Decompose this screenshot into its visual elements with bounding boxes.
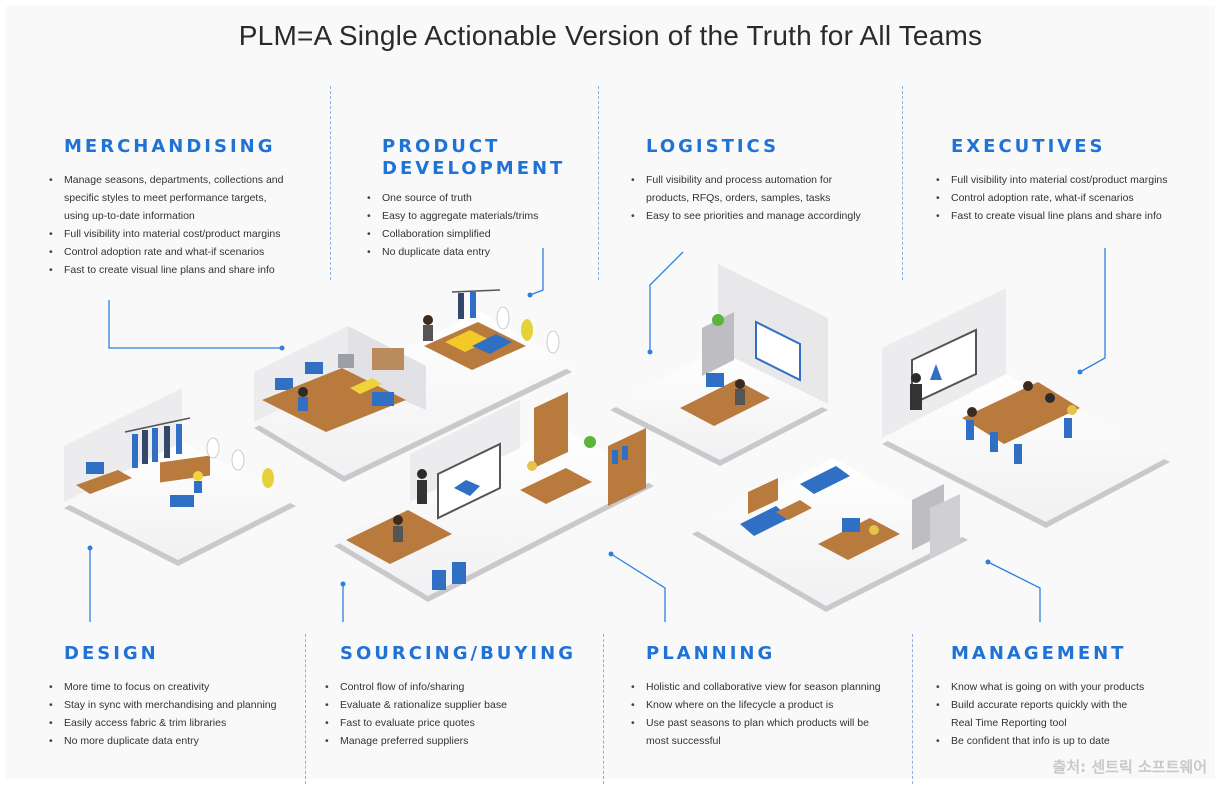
- list-item: Full visibility and process automation f…: [628, 171, 861, 189]
- sourcing-heading: SOURCING/BUYING: [340, 643, 576, 664]
- list-item: Easy to see priorities and manage accord…: [628, 207, 861, 225]
- monitor-icon: [275, 378, 293, 390]
- cabinet-icon: [702, 312, 734, 376]
- connector-product-development: [529, 248, 544, 296]
- merchandising-list: Manage seasons, departments, collections…: [46, 171, 283, 279]
- list-item: Real Time Reporting tool: [951, 717, 1067, 729]
- sofa: [800, 466, 850, 494]
- luggage-icon: [452, 562, 466, 584]
- product-development-heading-line2: DEVELOPMENT: [382, 158, 566, 179]
- bookshelf: [608, 428, 646, 506]
- luggage-icon: [432, 570, 446, 590]
- sofa: [740, 506, 790, 536]
- merchandising-room: [254, 289, 572, 482]
- list-item: Easily access fabric & trim libraries: [46, 714, 276, 732]
- planning-heading: PLANNING: [646, 643, 776, 664]
- executives-list: Full visibility into material cost/produ…: [933, 171, 1168, 225]
- list-item: specific styles to meet performance targ…: [64, 192, 267, 204]
- list-item: using up-to-date information: [64, 210, 195, 222]
- monitor-icon: [842, 518, 860, 532]
- list-item: Collaboration simplified: [364, 225, 538, 243]
- list-item: Fast to evaluate price quotes: [322, 714, 507, 732]
- connector-planning: [610, 553, 666, 622]
- divider-top-3: [902, 86, 903, 280]
- logistics-heading: LOGISTICS: [646, 136, 780, 157]
- product-development-heading-line1: PRODUCT: [382, 136, 501, 157]
- list-item: Holistic and collaborative view for seas…: [628, 678, 881, 696]
- connector-lines: [89, 248, 1106, 622]
- pinboard-icon: [372, 348, 404, 370]
- management-heading: MANAGEMENT: [951, 643, 1127, 664]
- divider-bottom-3: [912, 634, 913, 784]
- list-item: Easy to aggregate materials/trims: [364, 207, 538, 225]
- page-title: PLM=A Single Actionable Version of the T…: [238, 20, 983, 51]
- list-item: One source of truth: [364, 189, 538, 207]
- list-item: Know where on the lifecycle a product is: [628, 696, 881, 714]
- list-item: Build accurate reports quickly with the: [933, 696, 1144, 714]
- cabinet-icon: [930, 494, 960, 558]
- executives-heading: EXECUTIVES: [951, 136, 1106, 157]
- divider-top-2: [598, 86, 599, 280]
- list-item: Fast to create visual line plans and sha…: [933, 207, 1168, 225]
- list-item: Manage seasons, departments, collections…: [46, 171, 283, 189]
- list-item: Full visibility into material cost/produ…: [933, 171, 1168, 189]
- bookshelf: [534, 392, 568, 468]
- divider-bottom-1: [305, 634, 306, 784]
- list-item: Use past seasons to plan which products …: [628, 714, 881, 732]
- executives-room: [882, 288, 1170, 528]
- connector-logistics: [649, 251, 684, 352]
- list-item: Manage preferred suppliers: [322, 732, 507, 750]
- list-item: Be confident that info is up to date: [933, 732, 1144, 750]
- design-room: [64, 388, 296, 566]
- design-heading: DESIGN: [64, 643, 159, 664]
- whiteboard-icon: [755, 320, 801, 382]
- planning-room: [692, 458, 968, 612]
- list-item: Control adoption rate and what-if scenar…: [46, 243, 283, 261]
- list-item: Full visibility into material cost/produ…: [46, 225, 283, 243]
- connector-dots: [87, 292, 1083, 587]
- list-item: No duplicate data entry: [364, 243, 538, 261]
- list-item: No more duplicate data entry: [46, 732, 276, 750]
- list-item: products, RFQs, orders, samples, tasks: [646, 192, 831, 204]
- monitor-icon: [86, 462, 104, 474]
- planning-list: Holistic and collaborative view for seas…: [628, 678, 881, 750]
- list-item: most successful: [646, 735, 721, 747]
- logistics-room: [610, 264, 828, 466]
- list-item: Evaluate & rationalize supplier base: [322, 696, 507, 714]
- divider-top-1: [330, 86, 331, 280]
- monitor-icon: [706, 373, 724, 387]
- product-development-heading: PRODUCT DEVELOPMENT: [382, 136, 565, 180]
- list-item: Stay in sync with merchandising and plan…: [46, 696, 276, 714]
- sourcing-list: Control flow of info/sharing Evaluate & …: [322, 678, 507, 750]
- sourcing-room: [334, 392, 654, 602]
- design-list: More time to focus on creativity Stay in…: [46, 678, 276, 750]
- divider-bottom-2: [603, 634, 604, 784]
- connector-merchandising: [108, 300, 282, 349]
- world-map-screen: [437, 442, 501, 520]
- list-item: More time to focus on creativity: [46, 678, 276, 696]
- connector-management: [987, 561, 1041, 622]
- watermark: 출처: 센트릭 소프트웨어: [1052, 758, 1207, 776]
- monitor-icon: [305, 362, 323, 374]
- list-item: Know what is going on with your products: [933, 678, 1144, 696]
- plant-icon: [712, 314, 724, 326]
- management-list: Know what is going on with your products…: [933, 678, 1144, 750]
- logistics-list: Full visibility and process automation f…: [628, 171, 861, 225]
- connector-executives: [1079, 248, 1106, 373]
- merchandising-heading: MERCHANDISING: [64, 136, 276, 157]
- list-item: Fast to create visual line plans and sha…: [46, 261, 283, 279]
- list-item: Control flow of info/sharing: [322, 678, 507, 696]
- plant-icon: [584, 436, 596, 448]
- list-item: Control adoption rate, what-if scenarios: [933, 189, 1168, 207]
- product-development-list: One source of truth Easy to aggregate ma…: [364, 189, 538, 261]
